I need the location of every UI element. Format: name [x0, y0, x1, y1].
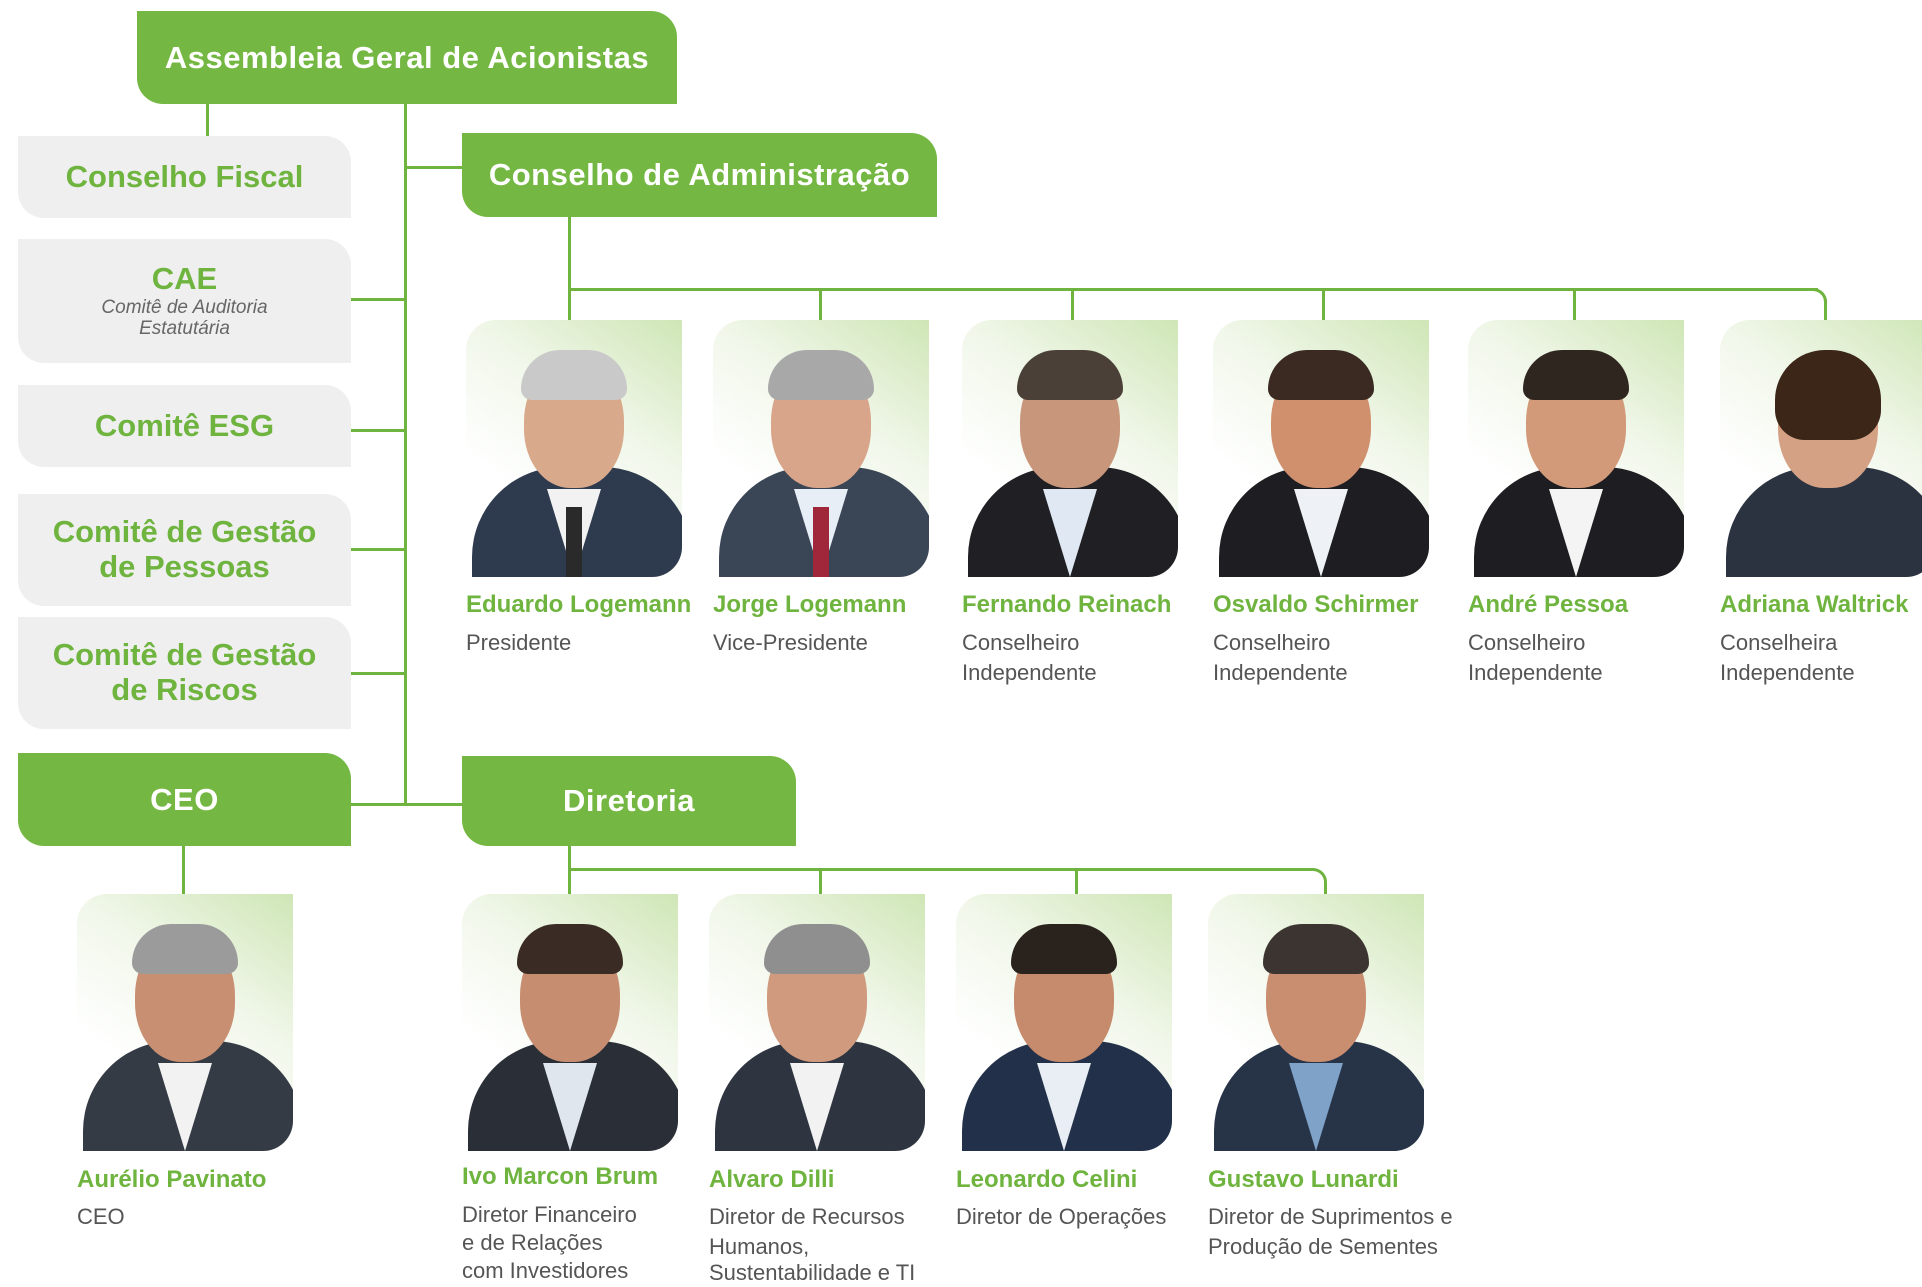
ceo-name: Aurélio Pavinato — [77, 1166, 267, 1193]
line-to-cae — [351, 298, 406, 301]
board-member-role-line2: Independente — [962, 660, 1097, 685]
line-assembly-to-fiscal — [206, 104, 209, 136]
board-member-role-line1: Conselheiro — [1468, 630, 1586, 655]
line-main-trunk — [404, 104, 407, 804]
director-name: Gustavo Lunardi — [1208, 1166, 1399, 1193]
people-committee-line2: de Pessoas — [99, 549, 270, 584]
board-member-name: Fernando Reinach — [962, 591, 1172, 618]
line-board-drop-6 — [1804, 288, 1827, 323]
people-committee-box[interactable]: Comitê de Gestão de Pessoas — [18, 494, 351, 606]
board-member-role: Presidente — [466, 630, 572, 655]
ceo-photo — [77, 894, 293, 1151]
line-directors-bus — [568, 868, 1312, 871]
board-member-name: André Pessoa — [1468, 591, 1629, 618]
line-to-people — [351, 548, 406, 551]
director-role-line2: Produção de Sementes — [1208, 1234, 1438, 1259]
board-member-name: Jorge Logemann — [713, 591, 907, 618]
director-role-line3: Sustentabilidade e TI — [709, 1260, 916, 1285]
board-member-role-line2: Independente — [1468, 660, 1603, 685]
board-member-photo — [1213, 320, 1429, 577]
director-photo — [1208, 894, 1424, 1151]
line-board-drop-3 — [1071, 288, 1074, 320]
directors-title: Diretoria — [563, 783, 695, 818]
director-role-line2: Humanos, — [709, 1234, 810, 1259]
esg-committee-label: Comitê ESG — [94, 407, 275, 443]
board-member-role-line2: Independente — [1720, 660, 1855, 685]
people-committee-line1: Comitê de Gestão — [52, 514, 317, 550]
line-dir-drop-2 — [819, 868, 822, 894]
line-to-esg — [351, 429, 406, 432]
board-member-photo — [962, 320, 1178, 577]
director-name: Leonardo Celini — [956, 1166, 1138, 1193]
line-board-down — [568, 216, 571, 320]
director-role-line1: Diretor Financeiro — [462, 1202, 637, 1227]
board-member-photo — [713, 320, 929, 577]
line-ceo-down — [182, 842, 185, 894]
line-board-drop-4 — [1322, 288, 1325, 320]
board-member-name: Eduardo Logemann — [466, 591, 692, 618]
board-member-photo — [466, 320, 682, 577]
line-to-risks — [351, 672, 406, 675]
risks-committee-line1: Comitê de Gestão — [52, 637, 317, 673]
board-member-photo — [1720, 320, 1922, 577]
board-box[interactable]: Conselho de Administração — [462, 133, 937, 217]
board-member-role-line2: Independente — [1213, 660, 1348, 685]
risks-committee-box[interactable]: Comitê de Gestão de Riscos — [18, 617, 351, 729]
director-role-line1: Diretor de Recursos — [709, 1204, 905, 1229]
line-to-board — [404, 166, 462, 169]
line-board-drop-5 — [1573, 288, 1576, 320]
line-dir-drop-4 — [1306, 868, 1327, 897]
esg-committee-box[interactable]: Comitê ESG — [18, 385, 351, 467]
board-title: Conselho de Administração — [488, 157, 911, 192]
director-photo — [709, 894, 925, 1151]
board-member-role-line1: Conselheiro — [962, 630, 1080, 655]
line-dir-drop-3 — [1075, 868, 1078, 894]
fiscal-council-label: Conselho Fiscal — [65, 158, 304, 194]
cae-box[interactable]: CAE Comitê de Auditoria Estatutária — [18, 239, 351, 363]
line-board-drop-2 — [819, 288, 822, 320]
line-ceo-to-directors — [351, 803, 464, 806]
board-member-name: Osvaldo Schirmer — [1213, 591, 1419, 618]
director-role-line1: Diretor de Suprimentos e — [1208, 1204, 1453, 1229]
cae-subtitle-1: Comitê de Auditoria — [101, 297, 268, 319]
director-role-line1: Diretor de Operações — [956, 1204, 1167, 1229]
director-name: Alvaro Dilli — [709, 1166, 835, 1193]
ceo-title: CEO — [150, 781, 219, 817]
director-photo — [956, 894, 1172, 1151]
ceo-box[interactable]: CEO — [18, 753, 351, 846]
director-role-line3: com Investidores — [462, 1258, 629, 1283]
board-member-role-line1: Conselheira — [1720, 630, 1838, 655]
assembly-box[interactable]: Assembleia Geral de Acionistas — [137, 11, 677, 104]
director-photo — [462, 894, 678, 1151]
directors-box[interactable]: Diretoria — [462, 756, 796, 846]
board-member-role: Vice-Presidente — [713, 630, 868, 655]
director-role-line2: e de Relações — [462, 1230, 603, 1255]
cae-subtitle-2: Estatutária — [139, 318, 230, 340]
board-member-photo — [1468, 320, 1684, 577]
cae-title: CAE — [151, 260, 218, 296]
fiscal-council-box[interactable]: Conselho Fiscal — [18, 136, 351, 218]
director-name: Ivo Marcon Brum — [462, 1163, 659, 1190]
ceo-role: CEO — [77, 1204, 125, 1229]
line-board-bus — [568, 288, 1818, 291]
board-member-name: Adriana Waltrick — [1720, 591, 1909, 618]
risks-committee-line2: de Riscos — [111, 672, 258, 707]
assembly-label: Assembleia Geral de Acionistas — [164, 39, 650, 75]
board-member-role-line1: Conselheiro — [1213, 630, 1331, 655]
